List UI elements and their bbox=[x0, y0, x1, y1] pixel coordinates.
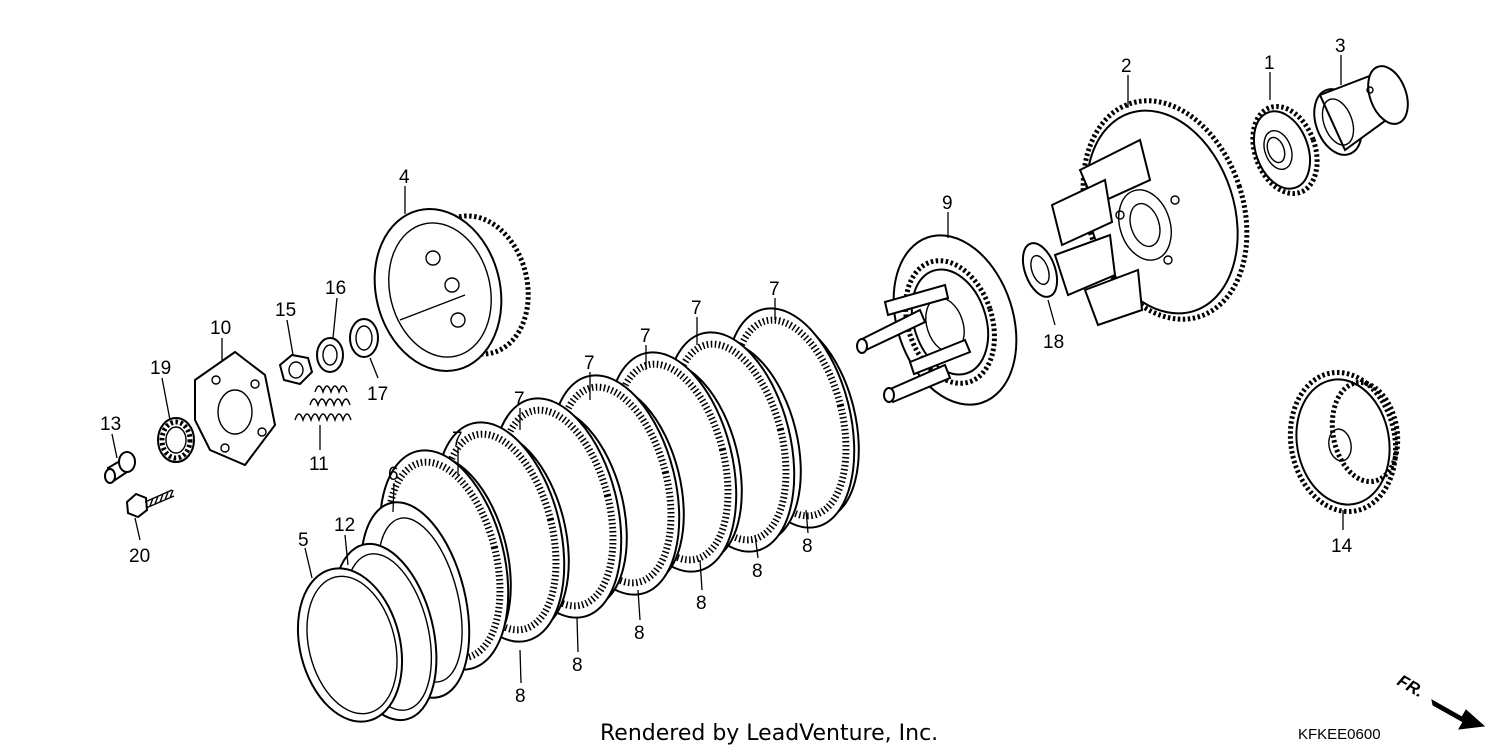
callout-14: 14 bbox=[1331, 536, 1353, 557]
arrow-right-down-icon bbox=[1431, 699, 1486, 730]
callout-8-f: 8 bbox=[802, 536, 813, 557]
callout-13: 13 bbox=[100, 414, 121, 435]
callout-7-b: 7 bbox=[514, 389, 525, 410]
callout-3: 3 bbox=[1335, 36, 1346, 57]
callout-8-d: 8 bbox=[696, 593, 707, 614]
callout-8-e: 8 bbox=[752, 561, 763, 582]
callout-6: 6 bbox=[388, 464, 399, 485]
part-20-bolt[interactable] bbox=[125, 489, 175, 519]
callout-12: 12 bbox=[334, 515, 355, 536]
callout-10: 10 bbox=[210, 318, 231, 339]
front-direction-indicator: FR. bbox=[1394, 671, 1486, 730]
part-3-sleeve[interactable] bbox=[1306, 61, 1415, 162]
callout-8-b: 8 bbox=[572, 655, 583, 676]
callout-16: 16 bbox=[325, 278, 346, 299]
callout-17: 17 bbox=[367, 384, 388, 405]
part-4-clutch-center[interactable] bbox=[358, 195, 542, 384]
callout-7-e: 7 bbox=[691, 298, 702, 319]
part-11-springs[interactable] bbox=[294, 385, 352, 423]
part-14-gear[interactable] bbox=[1280, 364, 1407, 520]
part-2-clutch-outer[interactable] bbox=[1050, 79, 1274, 340]
callout-8-a: 8 bbox=[515, 686, 526, 707]
callout-7-d: 7 bbox=[640, 326, 651, 347]
callout-2: 2 bbox=[1121, 56, 1132, 77]
callout-9: 9 bbox=[942, 193, 953, 214]
part-1-sprocket[interactable] bbox=[1241, 97, 1328, 202]
part-16-washer[interactable] bbox=[316, 337, 344, 373]
callout-15: 15 bbox=[275, 300, 296, 321]
callout-18: 18 bbox=[1043, 332, 1064, 353]
callout-7-a: 7 bbox=[452, 429, 463, 450]
callout-7-c: 7 bbox=[584, 353, 595, 374]
part-17-washer[interactable] bbox=[349, 318, 379, 358]
part-18-washer[interactable] bbox=[1016, 239, 1063, 302]
part-9-pressure-plate[interactable] bbox=[856, 219, 1037, 420]
callout-labels: 1 2 3 4 5 6 7 7 7 7 7 7 7 8 8 8 8 8 8 8 … bbox=[100, 36, 1353, 707]
clutch-plate-stack bbox=[378, 307, 860, 671]
part-15-nut[interactable] bbox=[278, 353, 314, 386]
callout-4: 4 bbox=[399, 167, 410, 188]
part-19-bearing[interactable] bbox=[157, 417, 195, 463]
diagram-code: KFKEE0600 bbox=[1298, 726, 1381, 743]
front-label: FR. bbox=[1394, 671, 1427, 701]
part-13-lifter-piece[interactable] bbox=[104, 451, 136, 484]
callout-5: 5 bbox=[298, 530, 309, 551]
part-10-lifter-plate[interactable] bbox=[194, 350, 277, 467]
callout-20: 20 bbox=[129, 546, 150, 567]
callout-7-f: 7 bbox=[769, 279, 780, 300]
part-5-wire-ring[interactable] bbox=[283, 557, 418, 733]
callout-11: 11 bbox=[309, 454, 329, 475]
callout-19: 19 bbox=[150, 358, 171, 379]
leader-lines bbox=[111, 55, 1344, 684]
callout-8-c: 8 bbox=[634, 623, 645, 644]
render-credit: Rendered by LeadVenture, Inc. bbox=[600, 721, 938, 746]
callout-1: 1 bbox=[1264, 53, 1275, 74]
